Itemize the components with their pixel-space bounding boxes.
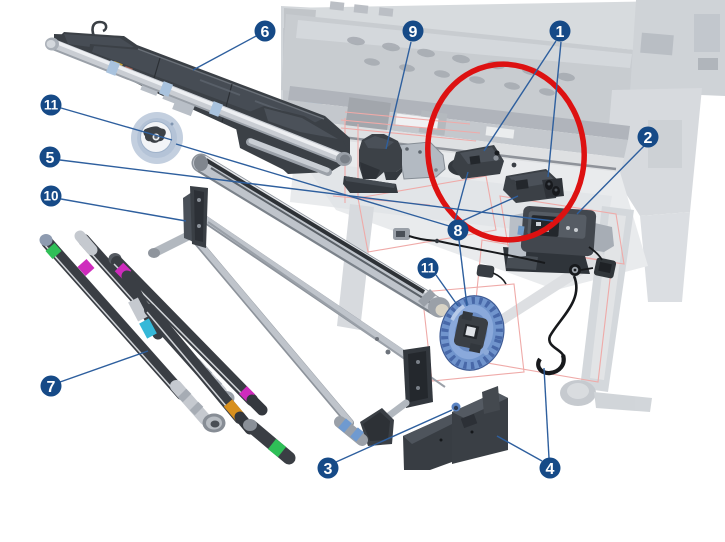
svg-text:7: 7 <box>47 379 56 396</box>
svg-text:10: 10 <box>43 189 58 204</box>
svg-text:11: 11 <box>421 261 436 276</box>
svg-text:11: 11 <box>44 98 59 113</box>
svg-text:2: 2 <box>644 130 653 147</box>
svg-text:4: 4 <box>546 461 555 478</box>
svg-text:3: 3 <box>324 461 333 478</box>
svg-text:9: 9 <box>409 24 418 41</box>
svg-text:5: 5 <box>46 150 55 167</box>
svg-text:1: 1 <box>556 24 565 41</box>
svg-text:6: 6 <box>261 24 270 41</box>
svg-text:8: 8 <box>454 223 463 240</box>
